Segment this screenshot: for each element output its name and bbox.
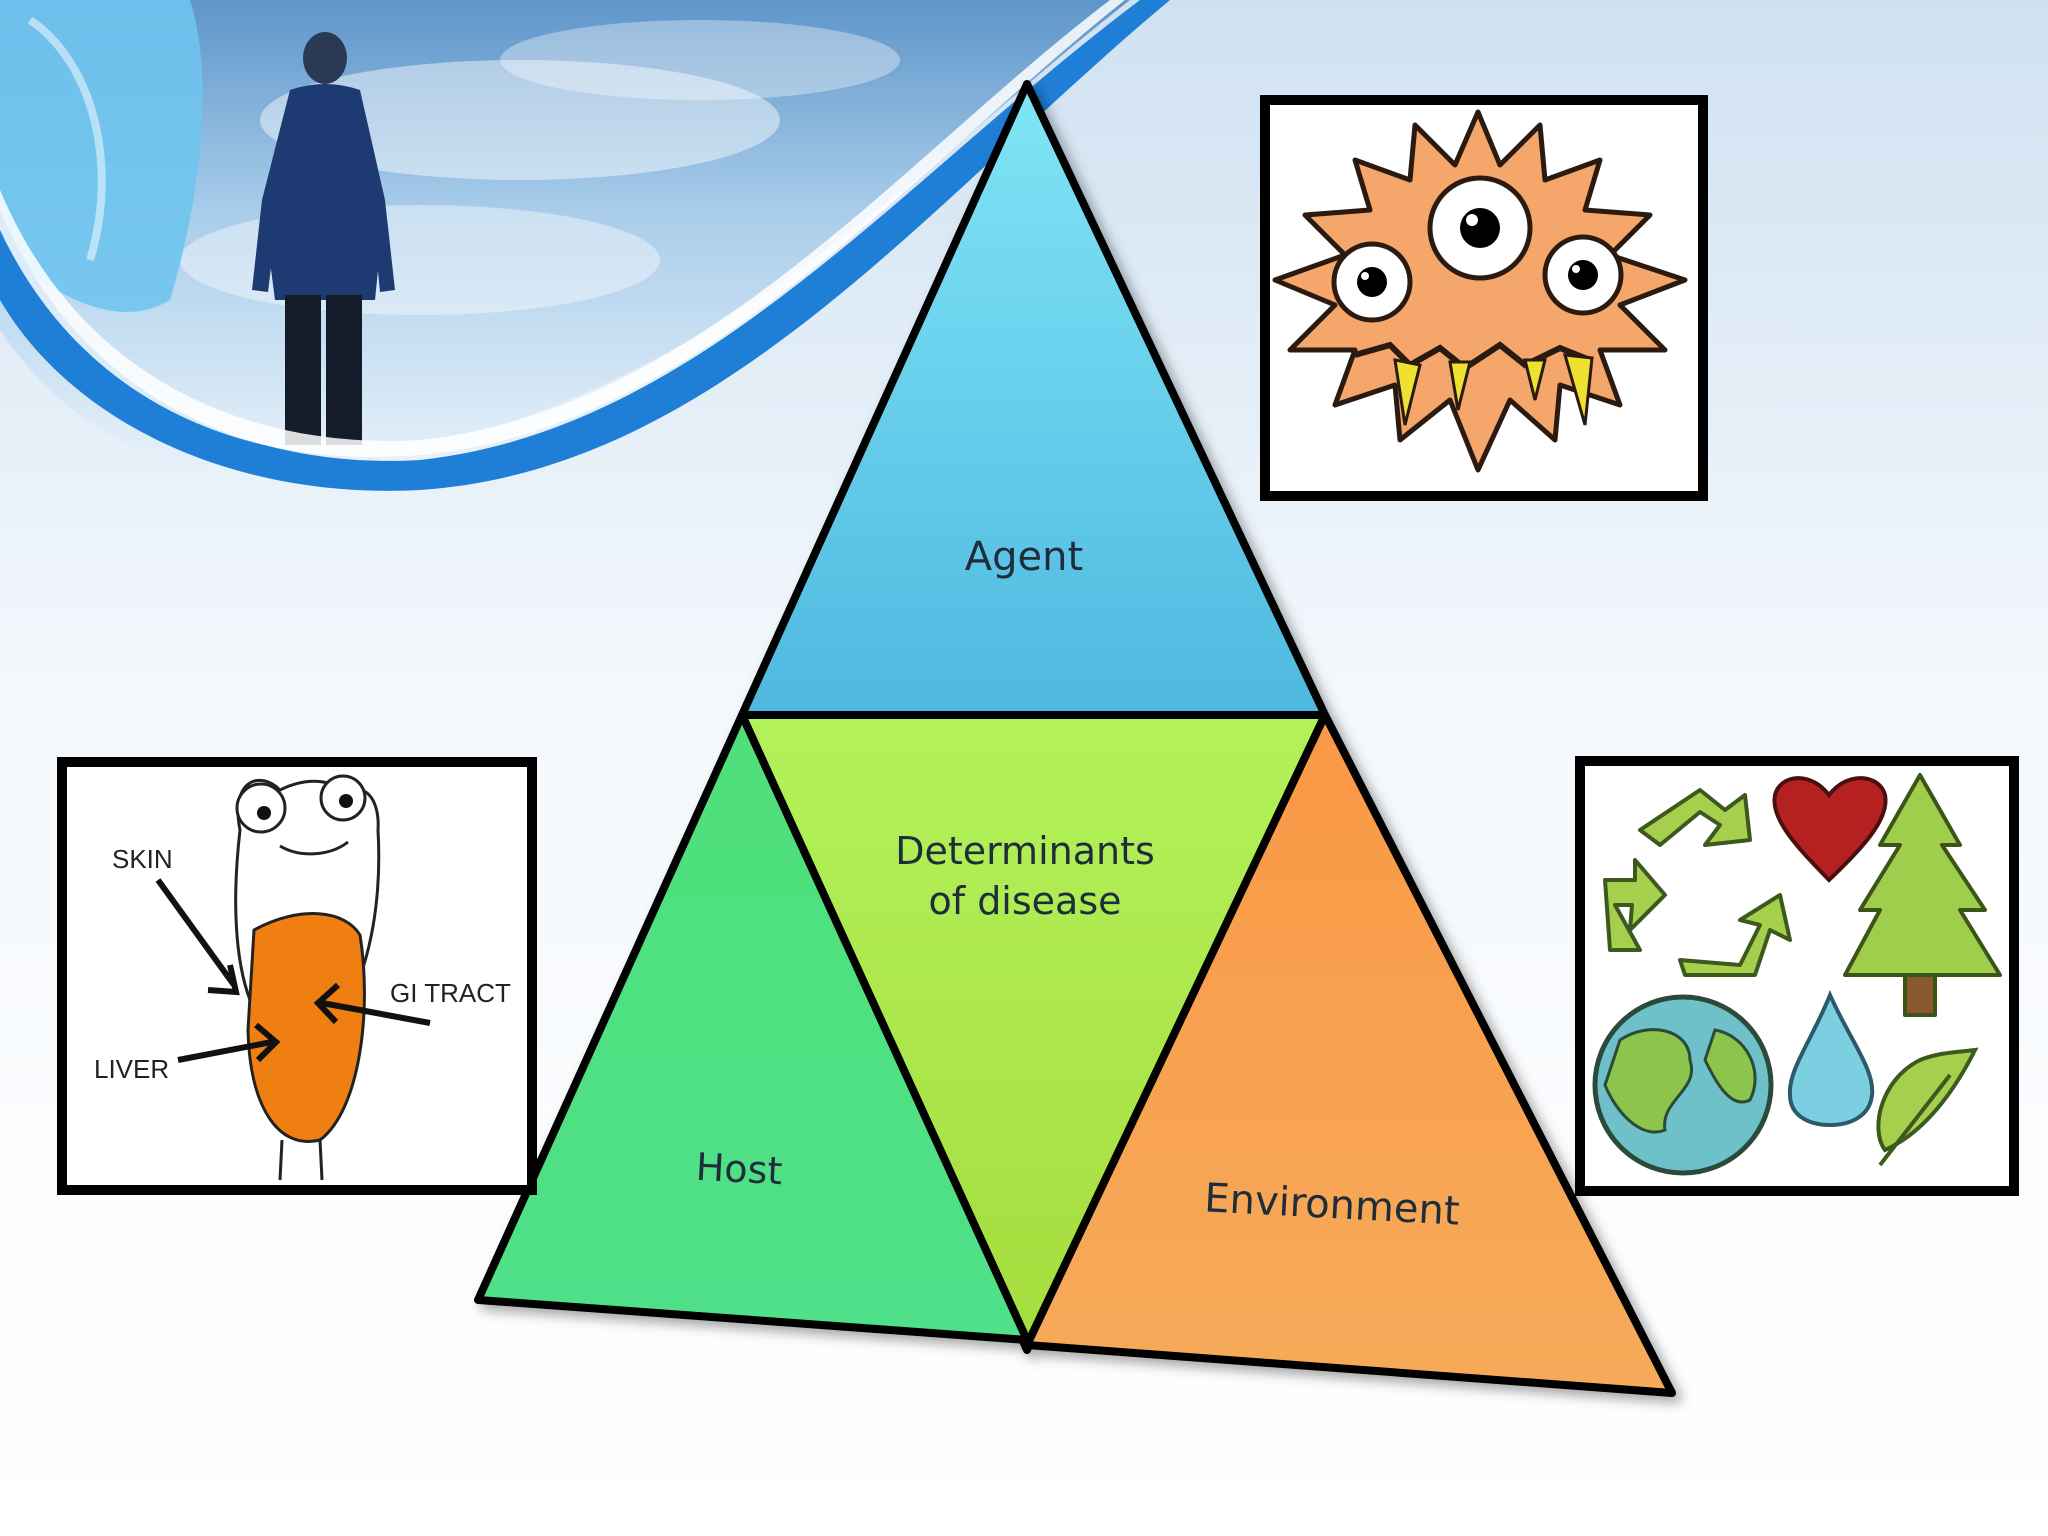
header-photo	[0, 0, 1170, 491]
center-label-line2: of disease	[928, 879, 1121, 923]
skin-label: SKIN	[112, 844, 173, 874]
agent-image	[1260, 95, 1708, 501]
environment-triangle	[1023, 711, 1676, 1397]
germ-monster-icon	[1272, 109, 1688, 473]
host-triangle	[474, 711, 1031, 1344]
host-image: SKIN GI TRACT LIVER	[57, 757, 537, 1195]
recycle-icon	[1603, 788, 1792, 977]
water-drop-icon	[1787, 989, 1875, 1128]
determinants-triangle	[474, 80, 1676, 1397]
gi-tract-label: GI TRACT	[390, 978, 511, 1008]
heart-icon	[1772, 776, 1888, 883]
leaf-icon	[1876, 1047, 1979, 1167]
body-organs-icon	[155, 774, 431, 1181]
environment-image	[1575, 756, 2019, 1196]
center-label-line1: Determinants	[895, 829, 1155, 873]
liver-label: LIVER	[94, 1054, 169, 1084]
earth-icon	[1592, 994, 1774, 1176]
person-figure	[252, 32, 395, 445]
agent-label: Agent	[965, 534, 1083, 580]
tree-icon	[1843, 773, 2002, 1017]
host-label: Host	[695, 1145, 784, 1193]
